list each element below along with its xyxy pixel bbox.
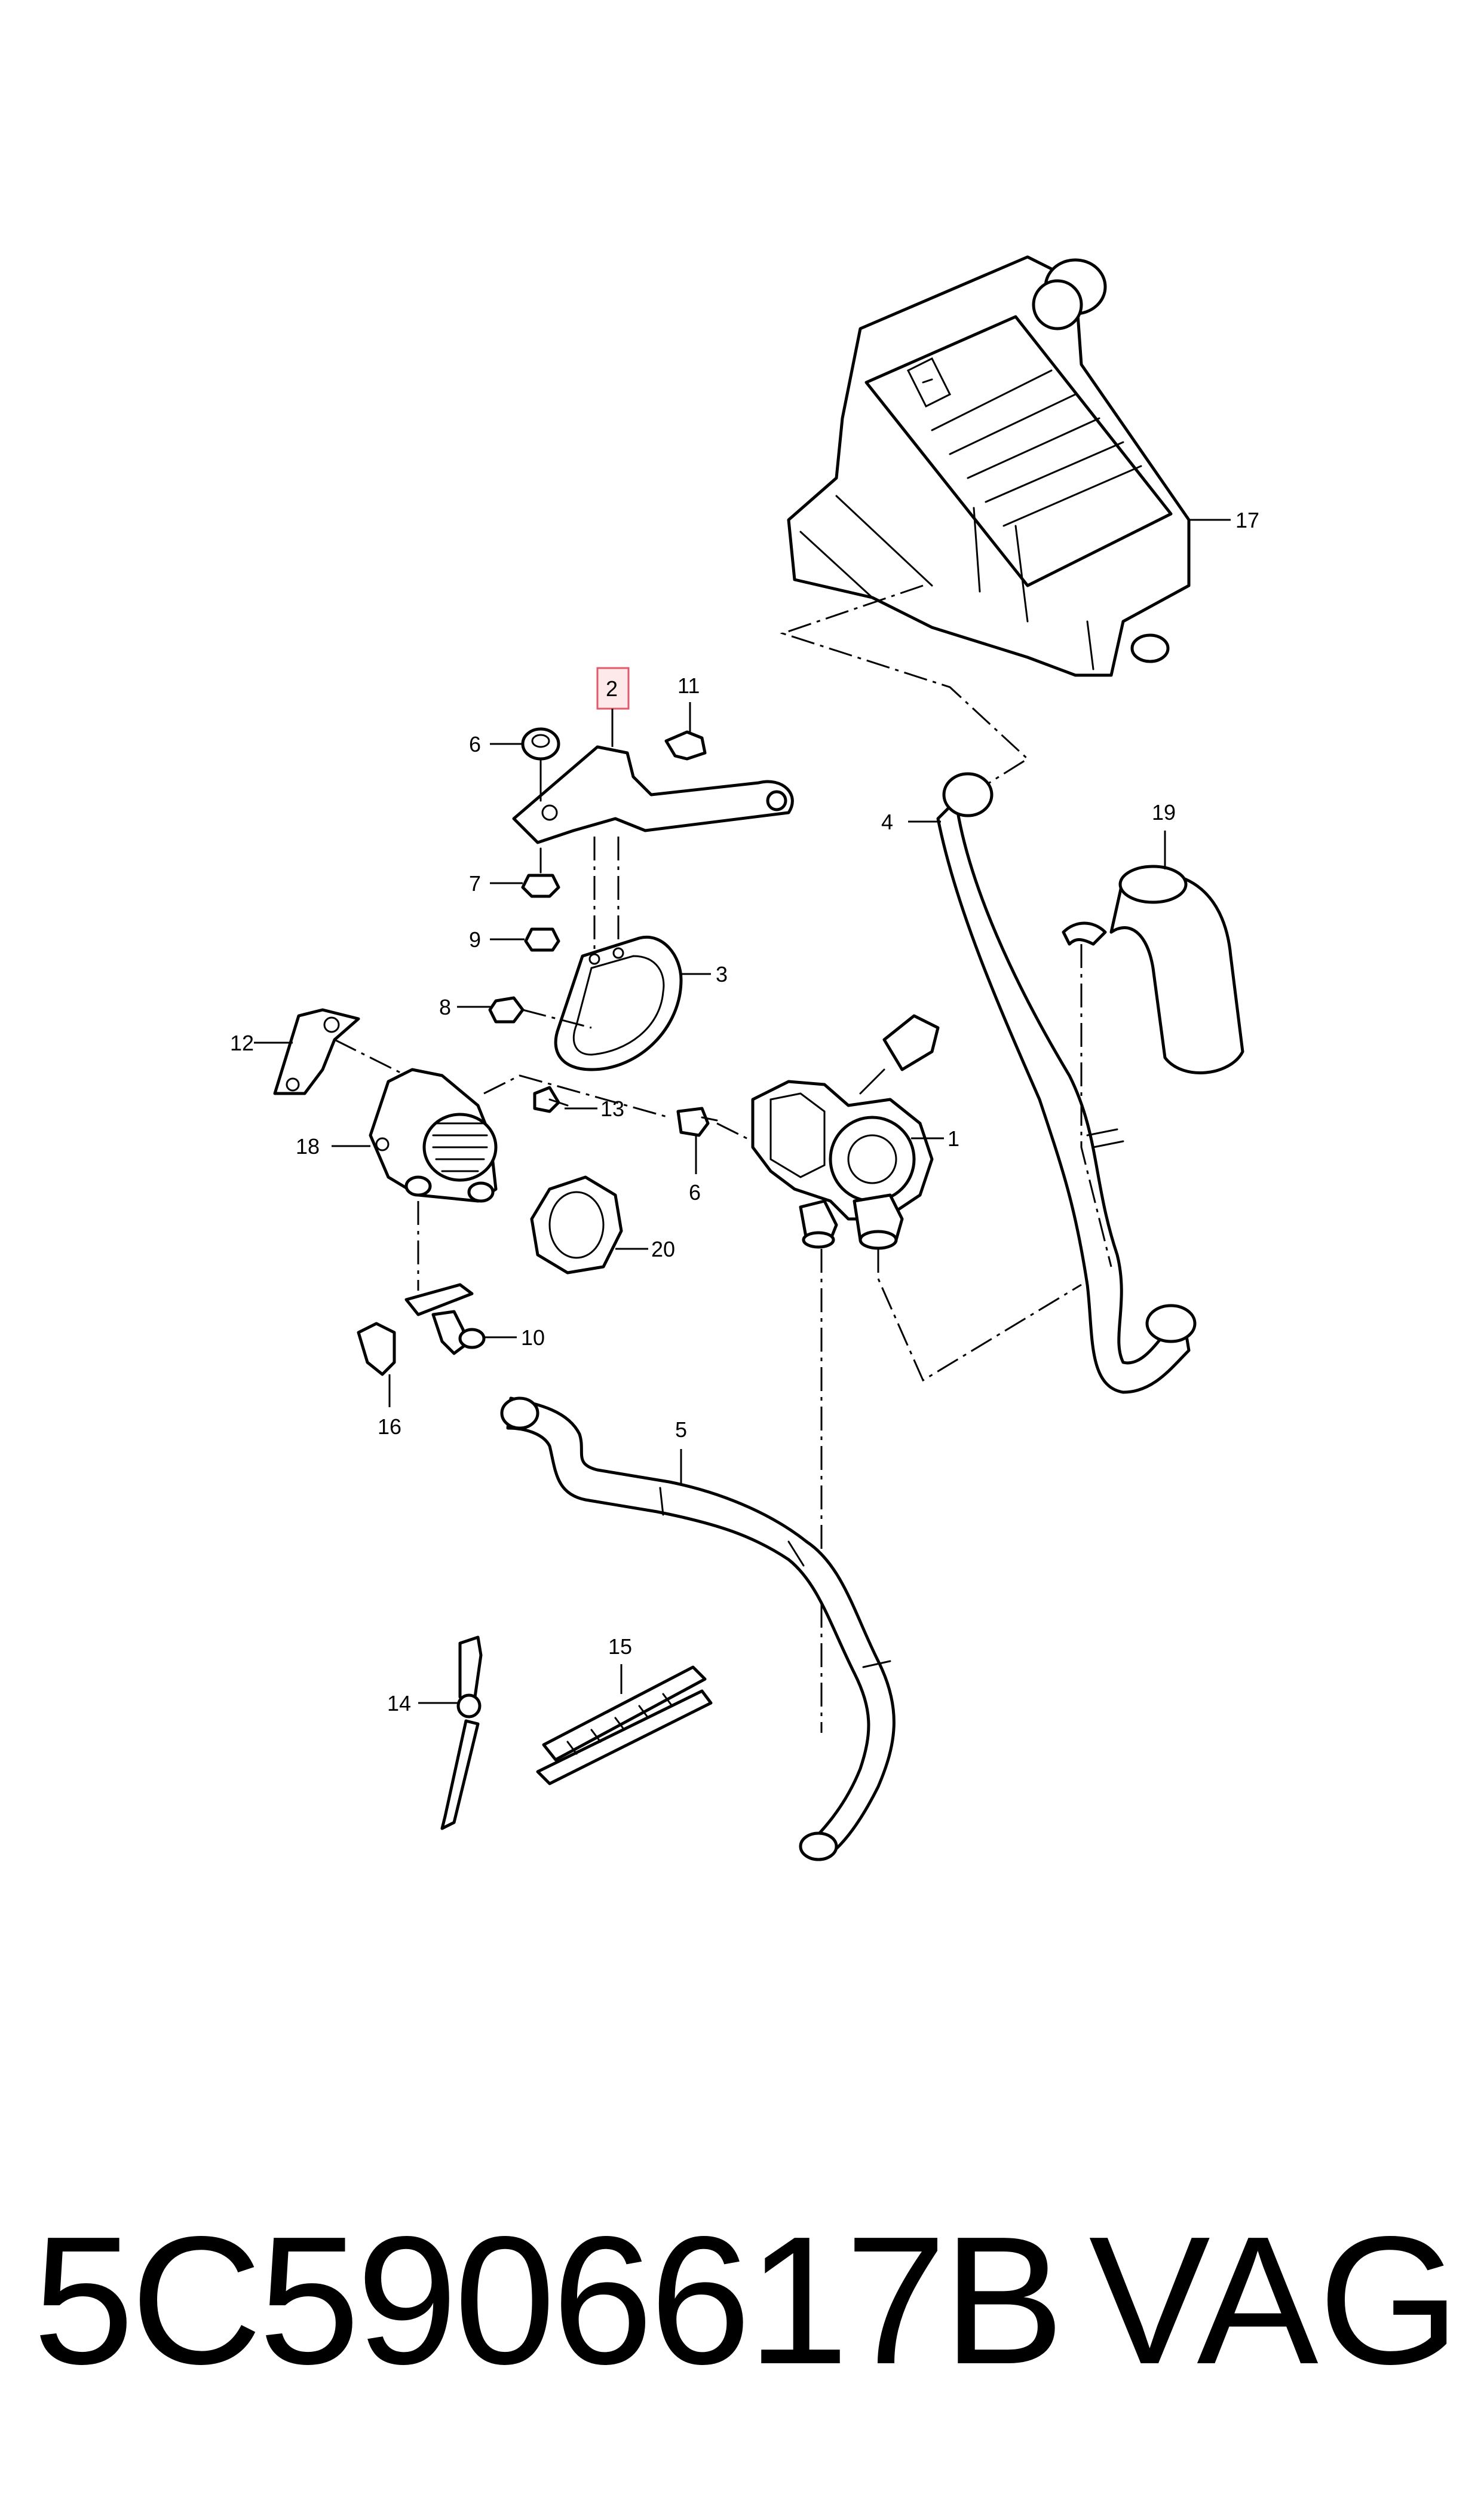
callout-13: 13: [600, 1096, 624, 1121]
air-filter-housing: [787, 255, 1191, 677]
bracket: [512, 745, 794, 844]
callout-3: 3: [716, 962, 728, 987]
clip-16: [357, 1322, 396, 1376]
sensor-6: [676, 1107, 718, 1137]
rubber-grommet: [521, 727, 560, 761]
secondary-air-pump: [751, 1014, 940, 1250]
bolt-13: [533, 1086, 569, 1113]
callout-1: 1: [948, 1126, 959, 1151]
fitting-10: [404, 1283, 486, 1355]
intake-collar: [530, 1175, 623, 1275]
callout-5: 5: [675, 1417, 687, 1442]
small-bracket: [273, 1008, 360, 1095]
cable-tie-strip: [536, 1665, 713, 1785]
nut-9: [524, 927, 560, 952]
bent-hose: [1062, 865, 1244, 1074]
hose-5: [500, 1396, 896, 1861]
callout-17: 17: [1235, 508, 1259, 532]
nut-7: [521, 874, 560, 898]
cable-clip: [664, 730, 707, 761]
breather-hose: [936, 772, 1197, 1394]
callout-11: 11: [677, 673, 700, 698]
brand-name: VAG: [1089, 2198, 1460, 2402]
callout-15: 15: [608, 1634, 632, 1659]
exploded-parts-diagram: 17 4 19 2 6 11 7: [230, 255, 1259, 1861]
callout-6-bottom: 6: [689, 1180, 701, 1205]
callout-7: 7: [469, 871, 481, 896]
callout-20: 20: [651, 1237, 675, 1261]
gasket: [554, 936, 683, 1071]
callout-18: 18: [296, 1134, 320, 1159]
part-number: 5C5906617B: [33, 2198, 1065, 2402]
callout-16: 16: [378, 1414, 401, 1439]
callout-19: 19: [1152, 800, 1176, 825]
callout-4: 4: [881, 810, 893, 834]
cable-tie-clip: [440, 1635, 483, 1830]
callout-14: 14: [387, 1691, 411, 1716]
callout-10: 10: [521, 1325, 545, 1350]
nut-8: [488, 996, 525, 1024]
callout-12: 12: [230, 1031, 254, 1055]
callout-6-top: 6: [469, 732, 481, 756]
footer: 5C5906617B VAG: [0, 2175, 1484, 2426]
callout-8: 8: [439, 995, 451, 1019]
callout-9: 9: [469, 927, 481, 952]
valve-unit: [369, 1068, 498, 1203]
callout-2: 2: [606, 676, 618, 701]
